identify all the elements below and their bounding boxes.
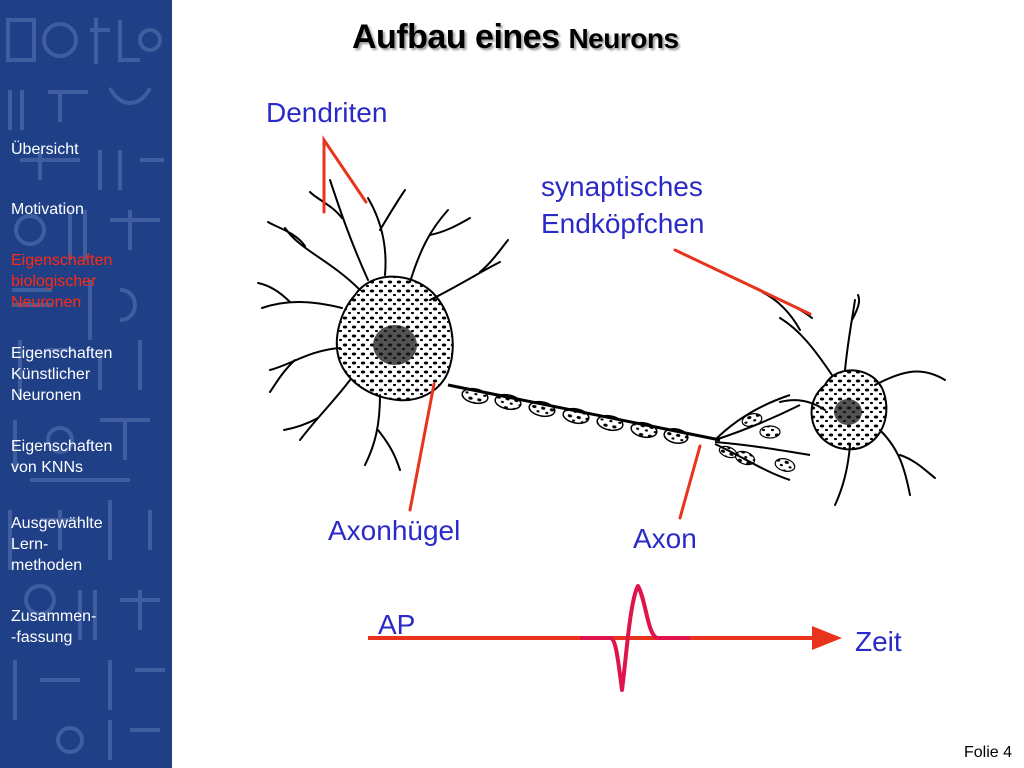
sidebar-item-lernmethoden[interactable]: Ausgewählte Lern- methoden — [11, 515, 103, 574]
left-neuron-dendrites — [257, 179, 509, 471]
page-title: Aufbau eines Neurons — [352, 18, 679, 57]
time-axis-arrowhead — [812, 626, 842, 650]
right-neuron-nucleus — [834, 399, 862, 425]
slide-number: Folie 4 — [963, 744, 1012, 761]
label-ap: AP — [378, 609, 416, 640]
label-synaptisches-endkoepfchen: synaptisches Endköpfchen — [541, 171, 705, 239]
pointer-axon — [678, 444, 702, 520]
sidebar-item-uebersicht[interactable]: Übersicht — [11, 141, 79, 158]
pointer-dendriten — [322, 135, 368, 214]
label-zeit: Zeit — [855, 626, 902, 657]
sidebar-item-eigenschaften-biologischer-neuronen[interactable]: Eigenschaften biologischer Neuronen — [11, 252, 113, 311]
title-part-2: Neurons — [568, 23, 679, 54]
myelin-sheaths — [461, 387, 689, 444]
title-part-1: Aufbau eines — [352, 18, 560, 56]
axon-terminals — [714, 394, 811, 481]
label-dendriten: Dendriten — [266, 97, 388, 128]
pointer-lines — [322, 135, 812, 520]
sidebar-item-eigenschaften-kuenstlicher-neuronen[interactable]: Eigenschaften Künstlicher Neuronen — [11, 345, 113, 404]
sidebar-circuit-pattern — [6, 18, 165, 760]
terminal-myelin — [718, 413, 796, 472]
sidebar-item-eigenschaften-von-knns[interactable]: Eigenschaften von KNNs — [11, 438, 113, 476]
pointer-axonhuegel — [408, 382, 436, 512]
sidebar-item-motivation[interactable]: Motivation — [11, 201, 84, 218]
action-potential-spike — [580, 584, 690, 692]
label-axonhuegel: Axonhügel — [328, 515, 461, 546]
sidebar-item-zusammenfassung[interactable]: Zusammen- -fassung — [11, 608, 97, 646]
sidebar: Übersicht Motivation Eigenschaften biolo… — [0, 0, 172, 768]
label-axon: Axon — [633, 523, 697, 554]
pointer-synaptisch — [673, 248, 812, 316]
left-neuron-nucleus — [373, 325, 417, 365]
